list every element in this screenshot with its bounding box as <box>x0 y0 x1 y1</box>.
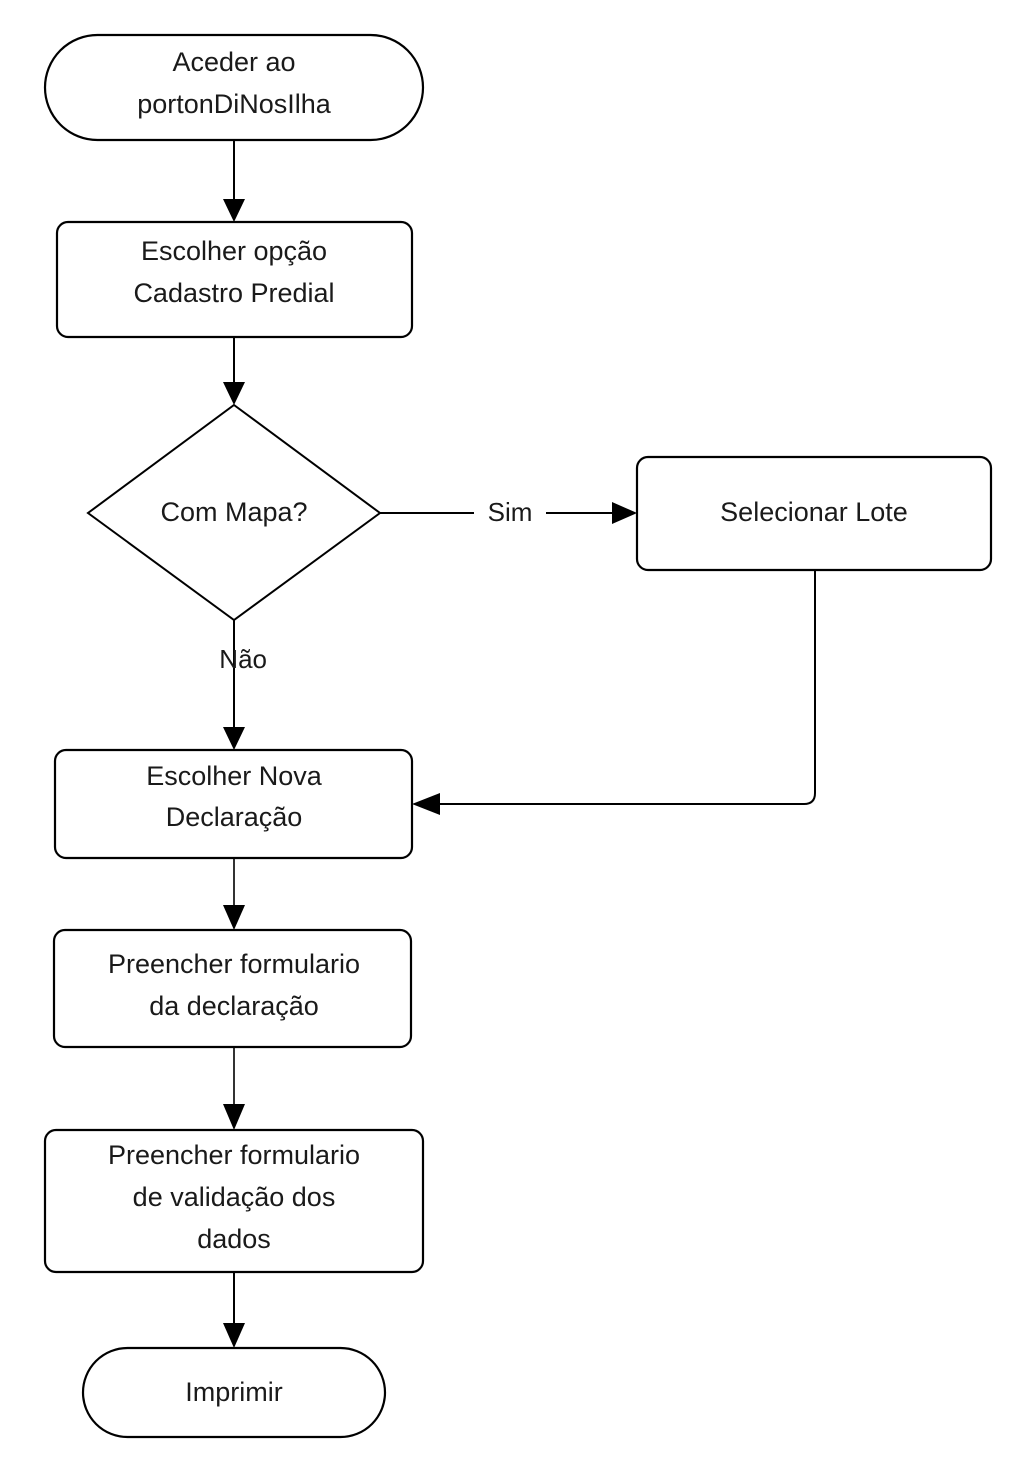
node-imprimir[interactable]: Imprimir <box>81 1346 387 1439</box>
node-nova-declaracao-shape <box>53 748 414 860</box>
node-form-declaracao-shape <box>52 928 413 1049</box>
node-form-validacao-shape <box>43 1128 425 1274</box>
node-form-validacao-label-line-2: de validação dos <box>133 1182 336 1212</box>
node-start-shape <box>43 33 425 142</box>
node-cadastro-predial-shape <box>55 220 414 339</box>
edge-label-nao: Não <box>219 644 267 674</box>
arrow-head-icon <box>223 905 245 930</box>
edge-form-validacao-to-imprimir <box>223 1272 245 1348</box>
edge-com-mapa-to-selecionar-lote: Sim <box>380 497 637 527</box>
edge-selecionar-lote-to-nova-declaracao <box>412 570 816 815</box>
edge-form-declaracao-to-form-validacao <box>223 1047 245 1130</box>
node-form-validacao-label-line-3: dados <box>197 1224 271 1254</box>
node-com-mapa-decision-shape <box>86 403 382 622</box>
node-form-validacao-label-line-1: Preencher formulario <box>108 1140 360 1170</box>
edge-line <box>437 570 816 805</box>
arrow-head-icon <box>223 1104 245 1130</box>
node-cadastro-predial-label-line-2: Cadastro Predial <box>133 278 334 308</box>
edge-cadastro-to-com-mapa <box>223 337 245 405</box>
node-selecionar-lote-label: Selecionar Lote <box>720 497 908 527</box>
node-com-mapa-decision[interactable]: Com Mapa? <box>86 403 382 622</box>
node-imprimir-shape <box>81 1346 387 1439</box>
arrow-head-icon <box>412 793 440 815</box>
arrow-head-icon <box>612 502 637 524</box>
node-cadastro-predial-label-line-1: Escolher opção <box>141 236 327 266</box>
node-form-declaracao[interactable]: Preencher formulario da declaração <box>52 928 413 1049</box>
node-nova-declaracao-label-line-2: Declaração <box>166 802 303 832</box>
edge-com-mapa-to-nova-declaracao: Não <box>219 620 267 750</box>
edge-label-sim: Sim <box>488 497 533 527</box>
edge-start-to-cadastro <box>223 140 245 222</box>
arrow-head-icon <box>223 382 245 405</box>
node-cadastro-predial[interactable]: Escolher opção Cadastro Predial <box>55 220 414 339</box>
node-form-declaracao-label-line-2: da declaração <box>149 991 319 1021</box>
node-start[interactable]: Aceder ao portonDiNosIlha <box>43 33 425 142</box>
arrow-head-icon <box>223 727 245 750</box>
node-com-mapa-decision-label: Com Mapa? <box>160 497 307 527</box>
edge-nova-declaracao-to-form-declaracao <box>223 858 245 930</box>
arrow-head-icon <box>223 1323 245 1348</box>
node-nova-declaracao[interactable]: Escolher Nova Declaração <box>53 748 414 860</box>
node-nova-declaracao-label-line-1: Escolher Nova <box>146 761 323 791</box>
node-start-label-line-2: portonDiNosIlha <box>137 89 332 119</box>
node-form-validacao[interactable]: Preencher formulario de validação dos da… <box>43 1128 425 1274</box>
arrow-head-icon <box>223 199 245 222</box>
node-start-label-line-1: Aceder ao <box>172 47 295 77</box>
node-selecionar-lote[interactable]: Selecionar Lote <box>635 455 993 572</box>
node-imprimir-label: Imprimir <box>185 1377 282 1407</box>
node-form-declaracao-label-line-1: Preencher formulario <box>108 949 360 979</box>
node-selecionar-lote-shape <box>635 455 993 572</box>
